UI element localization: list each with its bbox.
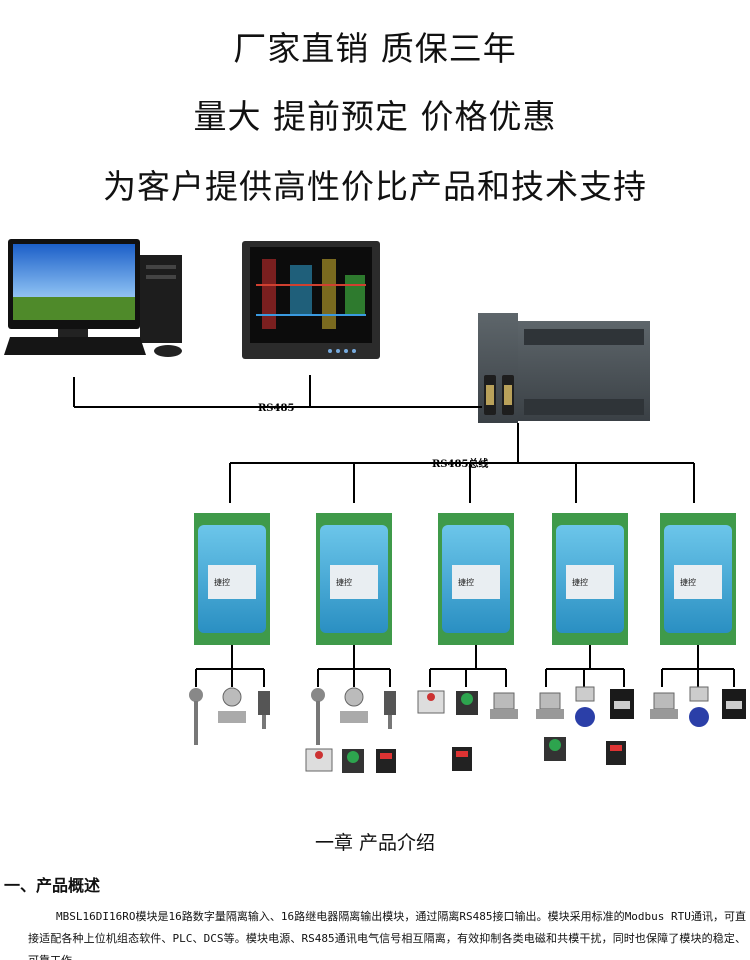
device-lines	[195, 645, 735, 687]
rs485-line	[73, 375, 482, 408]
headline-bulk-order: 量大 提前预定 价格优惠	[193, 97, 557, 136]
selector-switch-icon	[452, 747, 472, 771]
flowmeter-icon	[340, 687, 368, 723]
module-brand-label: 捷控	[680, 577, 696, 587]
relay-icon	[417, 690, 445, 714]
solenoid-valve-icon	[536, 692, 564, 719]
push-button-icon	[544, 737, 566, 761]
io-module-1: 捷控	[194, 513, 270, 645]
overview-paragraph: MBSL16DI16RO模块是16路数字量隔离输入、16路继电器隔离输出模块，通…	[28, 910, 746, 960]
contactor-icon	[610, 689, 634, 719]
butterfly-valve-icon	[689, 686, 709, 727]
module-brand-label: 捷控	[458, 577, 474, 587]
pressure-sensor-icon	[258, 691, 270, 729]
temperature-sensor-icon	[311, 688, 325, 745]
section-title: 一、产品概述	[4, 876, 101, 895]
flowmeter-icon	[218, 687, 246, 723]
rs485-bus-label: RS485总线	[432, 457, 488, 470]
module-brand-label: 捷控	[214, 577, 230, 587]
pressure-sensor-icon	[384, 691, 396, 729]
temperature-sensor-icon	[189, 688, 203, 745]
relay-icon	[305, 748, 333, 772]
contactor-icon	[722, 689, 746, 719]
io-module-3: 捷控	[438, 513, 514, 645]
desktop-computer-icon	[4, 239, 182, 357]
io-module-5: 捷控	[660, 513, 736, 645]
solenoid-valve-icon	[490, 692, 518, 719]
io-module-4: 捷控	[552, 513, 628, 645]
rs485-bus-line	[229, 423, 695, 503]
headline-factory-direct: 厂家直销 质保三年	[233, 29, 517, 68]
module-brand-label: 捷控	[336, 577, 352, 587]
solenoid-valve-icon	[650, 692, 678, 719]
io-module-2: 捷控	[316, 513, 392, 645]
push-button-icon	[456, 691, 478, 715]
rs485-label: RS485	[258, 403, 294, 414]
module-brand-label: 捷控	[572, 577, 588, 587]
butterfly-valve-icon	[575, 686, 595, 727]
plc-controller-icon	[478, 313, 650, 423]
selector-switch-icon	[606, 741, 626, 765]
system-diagram: RS485 RS485总线 捷控 捷控 捷控 捷控 捷	[4, 239, 746, 773]
selector-switch-icon	[376, 749, 396, 773]
headline-customer-support: 为客户提供高性价比产品和技术支持	[103, 167, 647, 206]
touch-panel-hmi-icon	[242, 241, 380, 359]
chapter-title: 一章 产品介绍	[314, 832, 436, 854]
push-button-icon	[342, 749, 364, 773]
